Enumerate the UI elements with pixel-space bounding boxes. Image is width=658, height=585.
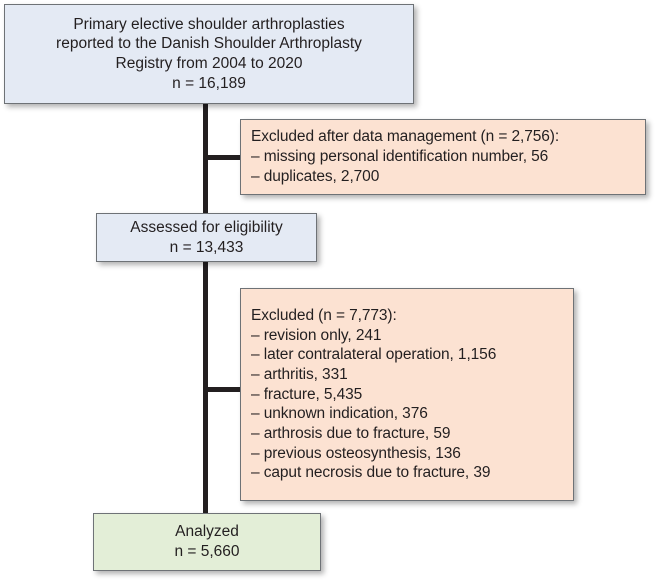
excluded-2-heading: Excluded (n = 7,773):	[251, 306, 397, 324]
source-count: n = 16,189	[172, 74, 246, 92]
excluded-2-item-1: – revision only, 241	[251, 326, 382, 344]
source-line-2: reported to the Danish Shoulder Arthropl…	[56, 35, 362, 53]
excluded-1-item-2: – duplicates, 2,700	[251, 167, 380, 185]
node-source-population: Primary elective shoulder arthroplasties…	[4, 4, 414, 104]
assessed-count: n = 13,433	[169, 238, 244, 256]
excluded-1-heading: Excluded after data management (n = 2,75…	[251, 128, 560, 146]
excluded-2-item-6: – arthrosis due to fracture, 59	[251, 425, 451, 442]
connector-branch-to-excluded-1	[203, 155, 242, 160]
node-assessed-for-eligibility: Assessed for eligibility n = 13,433	[96, 213, 317, 262]
source-line-3: Registry from 2004 to 2020	[115, 55, 303, 72]
connector-branch-to-excluded-2	[203, 387, 242, 392]
excluded-2-item-7: – previous osteosynthesis, 136	[251, 444, 461, 462]
source-line-1: Primary elective shoulder arthroplasties	[73, 15, 345, 33]
assessed-label: Assessed for eligibility	[130, 218, 283, 236]
excluded-2-item-8: – caput necrosis due to fracture, 39	[251, 464, 491, 482]
excluded-2-item-3: – arthritis, 331	[251, 365, 348, 383]
node-excluded-after-data-management: Excluded after data management (n = 2,75…	[240, 119, 646, 195]
excluded-2-item-2: – later contralateral operation, 1,156	[251, 346, 497, 364]
analyzed-label: Analyzed	[175, 523, 239, 541]
excluded-1-item-1: – missing personal identification number…	[251, 148, 549, 166]
node-analyzed: Analyzed n = 5,660	[93, 513, 321, 571]
analyzed-count: n = 5,660	[174, 543, 240, 560]
node-excluded-eligibility: Excluded (n = 7,773): – revision only, 2…	[240, 288, 574, 501]
excluded-2-item-4: – fracture, 5,435	[251, 385, 363, 403]
excluded-2-item-5: – unknown indication, 376	[251, 405, 428, 423]
